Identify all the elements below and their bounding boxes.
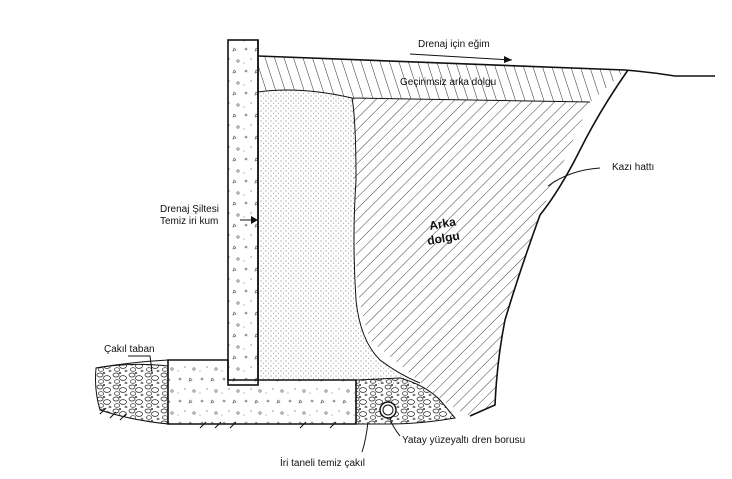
bottom-ground-hatch (99, 407, 337, 429)
label-backfill-2: dolgu (426, 228, 461, 247)
leader-coarse-gravel (361, 421, 369, 453)
drain-sand-layer (258, 90, 418, 388)
label-excavation-line: Kazı hattı (612, 162, 654, 173)
toe-ground (95, 359, 169, 369)
ground-surface (257, 55, 715, 77)
label-gravel-base: Çakıl taban (104, 344, 155, 355)
slope-arrowhead (504, 56, 512, 63)
label-coarse-gravel: İri taneli temiz çakıl (280, 456, 365, 469)
label-drain-pipe: Yatay yüzeyaltı dren borusu (402, 435, 525, 446)
wall-stem (227, 39, 259, 386)
label-drain-slope: Drenaj için eğim (418, 39, 490, 50)
label-drain-layer-1: Drenaj Şiltesi (160, 204, 219, 215)
drain-pipe-inner (382, 404, 394, 416)
leader-excavation (547, 167, 601, 187)
leader-drain-layer-arrowhead (251, 216, 258, 224)
drain-sand-boundary (351, 97, 421, 384)
label-impervious-backfill: Geçirimsiz arka dolgu (400, 77, 496, 88)
slope-arrow (409, 53, 513, 61)
label-backfill-1: Arka (428, 214, 457, 232)
leader-pipe (389, 417, 401, 437)
gravel-base-zone (95, 363, 169, 425)
label-drain-layer-2: Temiz iri kum (160, 216, 218, 227)
drain-pipe-outer (379, 401, 397, 419)
excavation-line (469, 69, 629, 417)
leader-gravel-base (128, 355, 153, 373)
impervious-backfill-zone (258, 56, 625, 102)
backfill-zone (352, 98, 590, 416)
